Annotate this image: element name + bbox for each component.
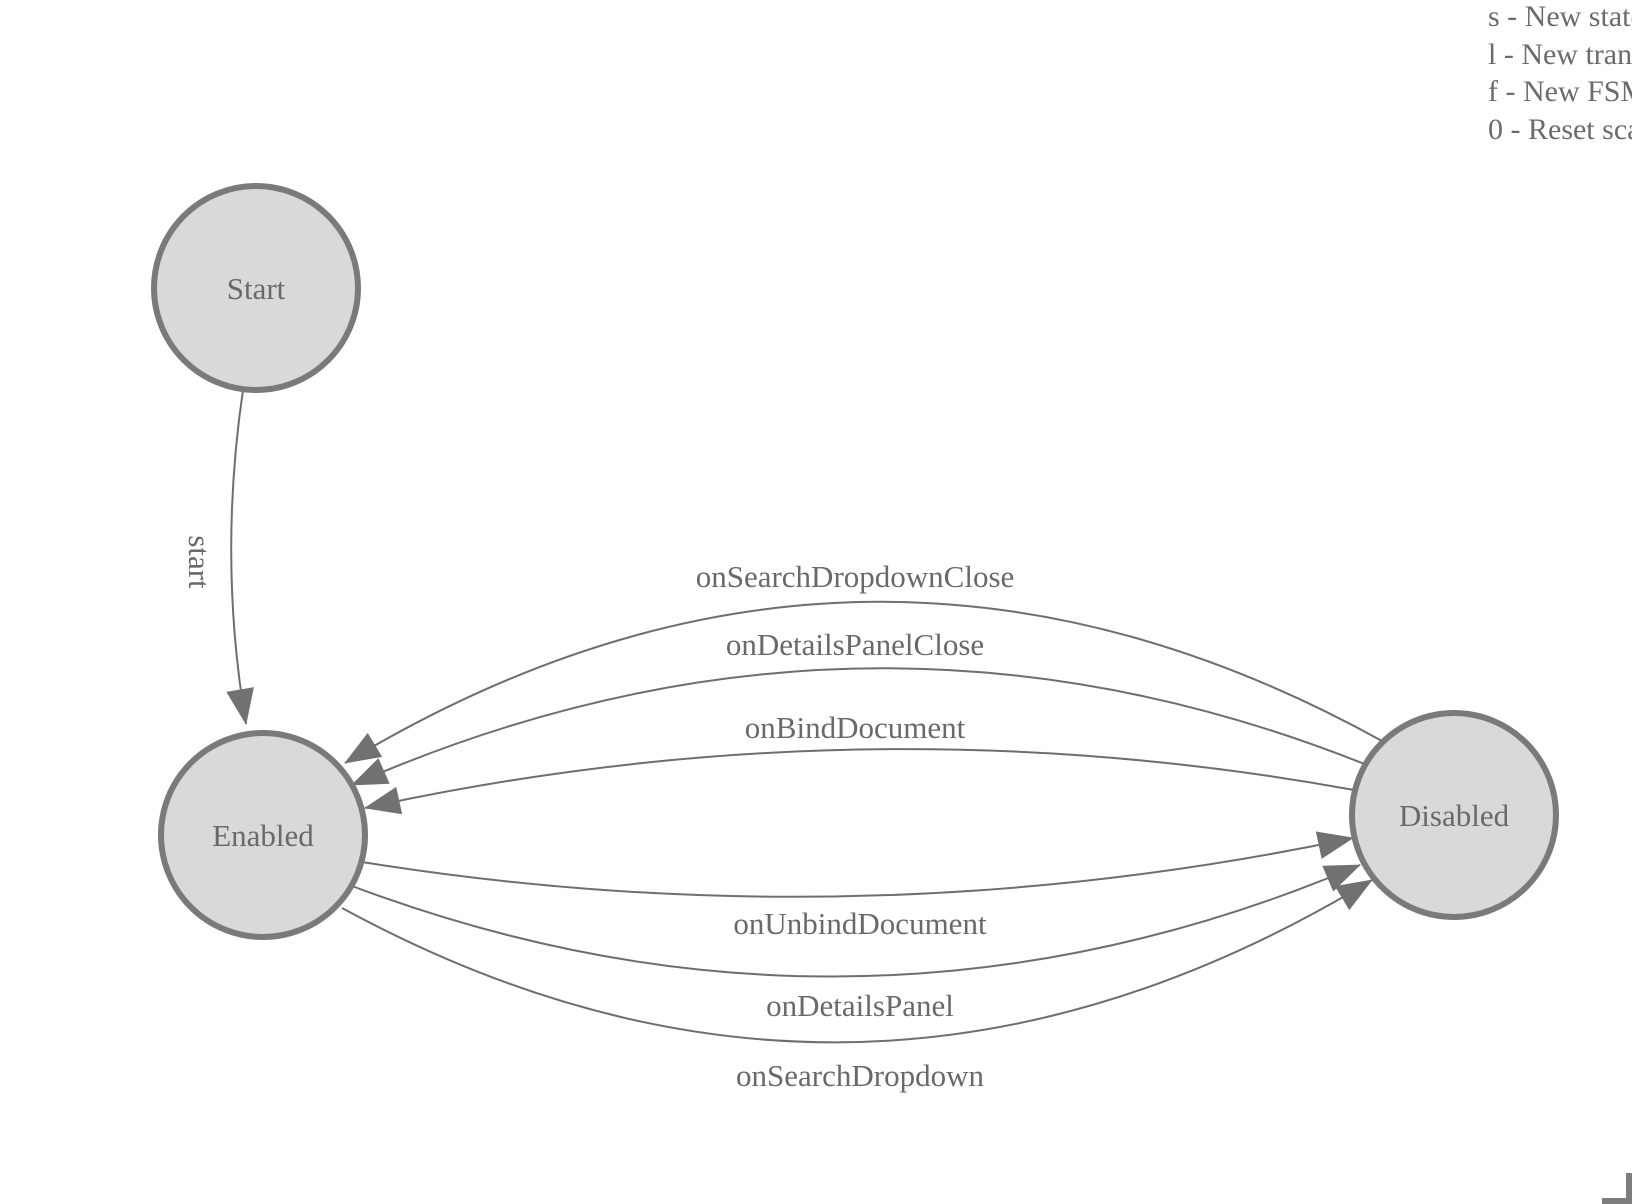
state-node-start[interactable]: Start	[151, 183, 361, 393]
transition-onUnbindDocument-path[interactable]	[361, 831, 1354, 898]
transition-onDetailsPanel[interactable]: onDetailsPanel	[351, 864, 1361, 1023]
transition-start-path[interactable]	[226, 389, 254, 725]
transition-onUnbindDocument[interactable]: onUnbindDocument	[361, 831, 1354, 941]
state-node-start-circle[interactable]	[151, 183, 361, 393]
frame-corner-horizontal	[1602, 1198, 1632, 1204]
state-node-disabled[interactable]: Disabled	[1349, 710, 1559, 920]
transition-onDetailsPanelClose-path[interactable]	[351, 667, 1368, 786]
transition-onBindDocument-path[interactable]	[364, 748, 1355, 815]
transition-label-start: start	[182, 535, 217, 589]
state-node-enabled-label: Enabled	[212, 818, 314, 853]
transition-onSearchDropdownClose[interactable]: onSearchDropdownClose	[344, 559, 1383, 764]
transition-onBindDocument[interactable]: onBindDocument	[364, 710, 1355, 815]
state-node-enabled[interactable]: Enabled	[158, 730, 368, 940]
frame-corner-mark	[1602, 1173, 1632, 1204]
transition-start[interactable]: start	[182, 389, 254, 725]
legend-line-reset-scale: 0 - Reset scale	[1488, 112, 1632, 146]
legend-line-new-transition: l - New transition	[1488, 37, 1632, 71]
frame-corner-vertical	[1626, 1173, 1632, 1204]
transition-onDetailsPanelClose[interactable]: onDetailsPanelClose	[351, 627, 1368, 786]
state-node-start-label: Start	[227, 271, 286, 306]
legend-line-new-state: s - New state	[1488, 0, 1632, 33]
shortcut-legend: s - New state l - New transition f - New…	[1488, 0, 1632, 148]
state-node-disabled-circle[interactable]	[1349, 710, 1559, 920]
transition-label-onDetailsPanel: onDetailsPanel	[766, 988, 954, 1023]
transition-label-onDetailsPanelClose: onDetailsPanelClose	[726, 627, 984, 662]
transition-onSearchDropdown-path[interactable]	[341, 879, 1373, 1044]
transition-onDetailsPanel-path[interactable]	[351, 864, 1361, 978]
state-node-disabled-label: Disabled	[1399, 798, 1510, 833]
transition-onSearchDropdown[interactable]: onSearchDropdown	[341, 879, 1373, 1093]
transition-label-onUnbindDocument: onUnbindDocument	[733, 906, 987, 941]
transition-label-onSearchDropdownClose: onSearchDropdownClose	[696, 559, 1015, 594]
transition-label-onBindDocument: onBindDocument	[745, 710, 966, 745]
transition-label-onSearchDropdown: onSearchDropdown	[736, 1058, 984, 1093]
state-node-enabled-circle[interactable]	[158, 730, 368, 940]
legend-line-new-fsm: f - New FSM	[1488, 75, 1632, 108]
transition-onSearchDropdownClose-path[interactable]	[344, 600, 1383, 764]
